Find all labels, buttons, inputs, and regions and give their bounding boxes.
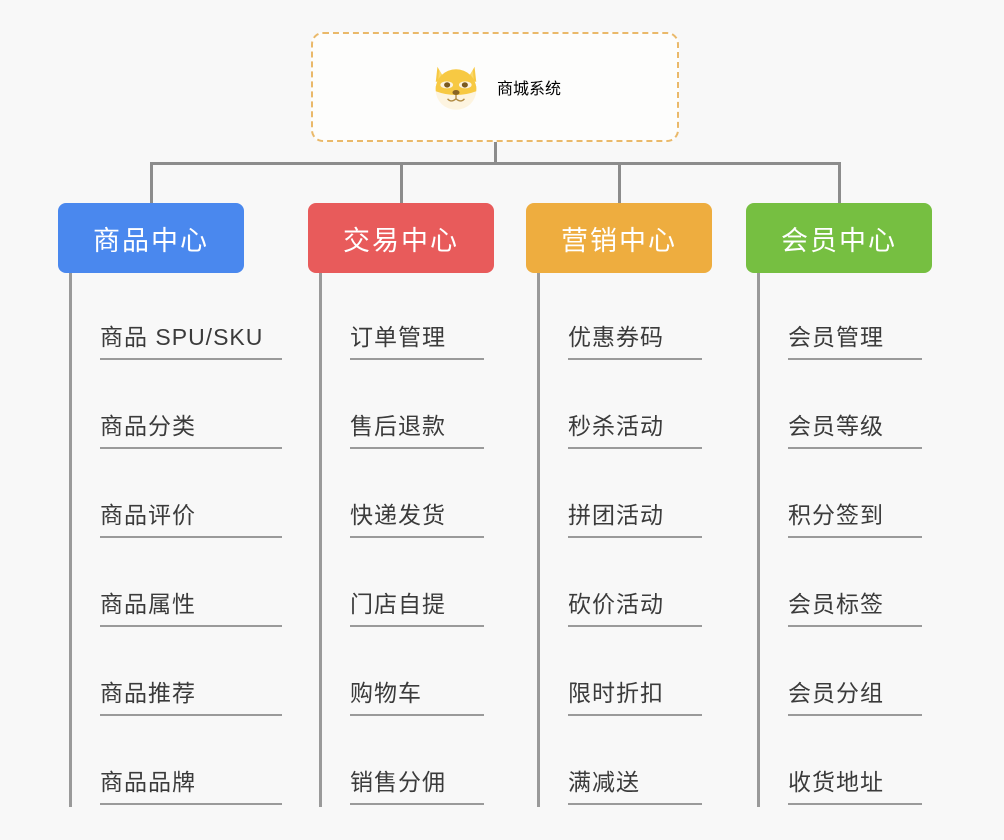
child-label: 快递发货 [350, 496, 484, 538]
child-label: 售后退款 [350, 407, 484, 449]
list-item[interactable]: 商品品牌 [72, 718, 282, 807]
child-label: 商品推荐 [100, 674, 282, 716]
child-label: 商品属性 [100, 585, 282, 627]
child-label: 拼团活动 [568, 496, 702, 538]
category-header-marketing[interactable]: 营销中心 [526, 203, 712, 273]
connector-drop-1 [150, 162, 153, 206]
list-item[interactable]: 会员标签 [760, 540, 932, 629]
category-column-product: 商品中心 商品 SPU/SKU 商品分类 商品评价 商品属性 商品推荐 商品品牌 [58, 203, 282, 807]
child-label: 订单管理 [350, 318, 484, 360]
category-column-marketing: 营销中心 优惠券码 秒杀活动 拼团活动 砍价活动 限时折扣 满减送 [526, 203, 712, 807]
list-item[interactable]: 满减送 [540, 718, 712, 807]
list-item[interactable]: 限时折扣 [540, 629, 712, 718]
list-item[interactable]: 会员管理 [760, 273, 932, 362]
list-item[interactable]: 秒杀活动 [540, 362, 712, 451]
child-label: 会员等级 [788, 407, 922, 449]
list-item[interactable]: 门店自提 [322, 540, 494, 629]
child-label: 秒杀活动 [568, 407, 702, 449]
list-item[interactable]: 砍价活动 [540, 540, 712, 629]
list-item[interactable]: 优惠券码 [540, 273, 712, 362]
child-list-product: 商品 SPU/SKU 商品分类 商品评价 商品属性 商品推荐 商品品牌 [69, 273, 282, 807]
list-item[interactable]: 购物车 [322, 629, 494, 718]
child-label: 积分签到 [788, 496, 922, 538]
child-label: 优惠券码 [568, 318, 702, 360]
child-label: 会员管理 [788, 318, 922, 360]
shiba-dog-face-icon [435, 66, 477, 110]
connector-drop-2 [400, 162, 403, 206]
category-column-member: 会员中心 会员管理 会员等级 积分签到 会员标签 会员分组 收货地址 [746, 203, 932, 807]
list-item[interactable]: 会员分组 [760, 629, 932, 718]
list-item[interactable]: 积分签到 [760, 451, 932, 540]
child-label: 会员标签 [788, 585, 922, 627]
child-label: 砍价活动 [568, 585, 702, 627]
child-label: 销售分佣 [350, 763, 484, 805]
list-item[interactable]: 商品 SPU/SKU [72, 273, 282, 362]
list-item[interactable]: 商品评价 [72, 451, 282, 540]
list-item[interactable]: 商品推荐 [72, 629, 282, 718]
child-label: 会员分组 [788, 674, 922, 716]
category-label: 会员中心 [781, 225, 897, 256]
child-list-marketing: 优惠券码 秒杀活动 拼团活动 砍价活动 限时折扣 满减送 [537, 273, 712, 807]
list-item[interactable]: 会员等级 [760, 362, 932, 451]
category-label: 营销中心 [561, 225, 677, 256]
root-node-shop-system[interactable]: 商城系统 [311, 32, 679, 142]
list-item[interactable]: 收货地址 [760, 718, 932, 807]
child-label: 门店自提 [350, 585, 484, 627]
list-item[interactable]: 拼团活动 [540, 451, 712, 540]
child-label: 收货地址 [788, 763, 922, 805]
category-header-trade[interactable]: 交易中心 [308, 203, 494, 273]
category-label: 商品中心 [93, 225, 209, 256]
connector-root-stem [494, 142, 497, 164]
list-item[interactable]: 销售分佣 [322, 718, 494, 807]
category-header-member[interactable]: 会员中心 [746, 203, 932, 273]
child-label: 商品分类 [100, 407, 282, 449]
list-item[interactable]: 订单管理 [322, 273, 494, 362]
connector-horizontal-bus [150, 162, 840, 165]
list-item[interactable]: 商品分类 [72, 362, 282, 451]
root-title: 商城系统 [496, 81, 561, 98]
child-list-trade: 订单管理 售后退款 快递发货 门店自提 购物车 销售分佣 [319, 273, 494, 807]
child-label: 商品 SPU/SKU [100, 318, 282, 360]
category-column-trade: 交易中心 订单管理 售后退款 快递发货 门店自提 购物车 销售分佣 [308, 203, 494, 807]
list-item[interactable]: 售后退款 [322, 362, 494, 451]
connector-drop-4 [838, 162, 841, 206]
child-label: 限时折扣 [568, 674, 702, 716]
list-item[interactable]: 快递发货 [322, 451, 494, 540]
child-label: 满减送 [568, 763, 702, 805]
category-header-product[interactable]: 商品中心 [58, 203, 244, 273]
child-label: 购物车 [350, 674, 484, 716]
list-item[interactable]: 商品属性 [72, 540, 282, 629]
child-list-member: 会员管理 会员等级 积分签到 会员标签 会员分组 收货地址 [757, 273, 932, 807]
category-label: 交易中心 [343, 225, 459, 256]
child-label: 商品评价 [100, 496, 282, 538]
child-label: 商品品牌 [100, 763, 282, 805]
connector-drop-3 [618, 162, 621, 206]
